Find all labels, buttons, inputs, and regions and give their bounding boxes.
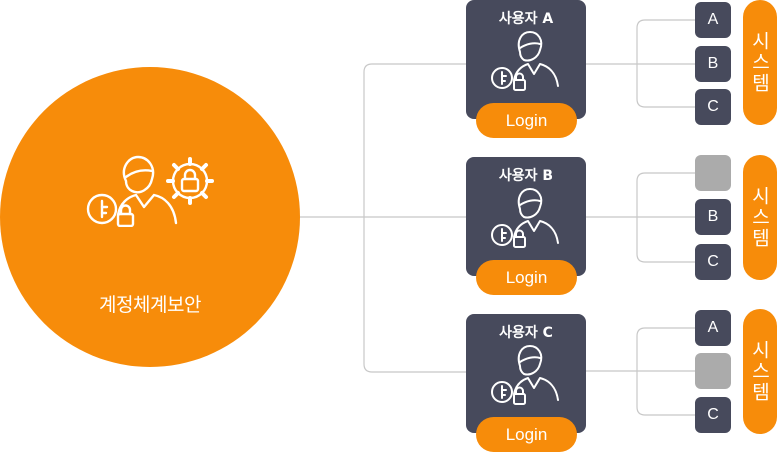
user-name: 사용자 C bbox=[499, 325, 553, 341]
user-key-lock-icon bbox=[491, 31, 559, 91]
user-card-c: 사용자 C Login bbox=[466, 314, 586, 452]
system-box-disabled bbox=[695, 155, 731, 191]
system-box-disabled bbox=[695, 353, 731, 389]
system-group-pill: 시스템 bbox=[743, 309, 777, 434]
system-box-a: A bbox=[695, 310, 731, 346]
system-box-c: C bbox=[695, 89, 731, 125]
system-box-a: A bbox=[695, 2, 731, 38]
system-group-pill: 시스템 bbox=[743, 0, 777, 125]
user-key-lock-icon bbox=[491, 188, 559, 248]
user-card-b: 사용자 B Login bbox=[466, 157, 586, 295]
system-box-b: B bbox=[695, 46, 731, 82]
user-name: 사용자 B bbox=[498, 168, 554, 184]
system-group-label: 시스템 bbox=[748, 340, 771, 403]
hub-label: 계정체계보안 bbox=[99, 294, 201, 316]
system-box-c: C bbox=[695, 244, 731, 280]
user-key-lock-gear-icon bbox=[86, 155, 214, 227]
account-security-hub: 계정체계보안 bbox=[0, 67, 300, 367]
system-group-pill: 시스템 bbox=[743, 155, 777, 280]
login-button[interactable]: Login bbox=[476, 417, 577, 452]
login-button[interactable]: Login bbox=[476, 260, 577, 295]
system-box-b: B bbox=[695, 199, 731, 235]
login-button[interactable]: Login bbox=[476, 103, 577, 138]
user-key-lock-icon bbox=[491, 345, 559, 405]
system-group-label: 시스템 bbox=[748, 186, 771, 249]
system-box-c: C bbox=[695, 397, 731, 433]
system-group-label: 시스템 bbox=[748, 31, 771, 94]
user-card-a: 사용자 A Login bbox=[466, 0, 586, 138]
user-name: 사용자 A bbox=[498, 11, 554, 27]
